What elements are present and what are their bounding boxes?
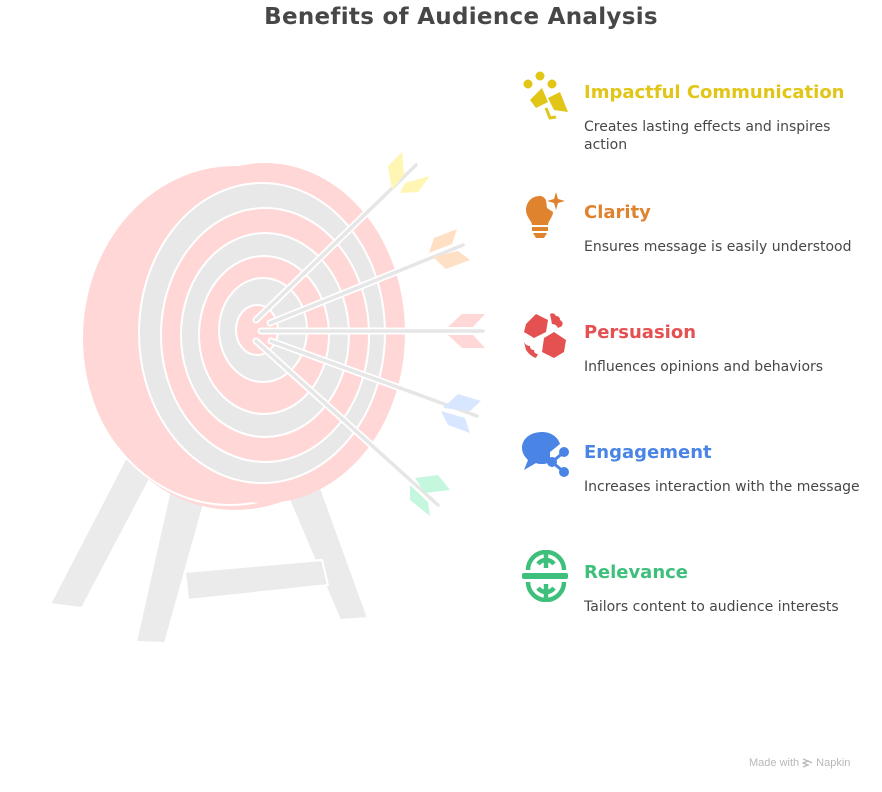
crosshair-target-icon — [522, 550, 568, 602]
benefit-label: Clarity — [584, 202, 651, 223]
handshake-icon — [524, 313, 566, 358]
benefit-label: Engagement — [584, 442, 712, 463]
arrow-red — [257, 314, 487, 348]
page-title: Benefits of Audience Analysis — [264, 4, 658, 30]
benefit-relevance: Relevance Tailors content to audience in… — [520, 550, 880, 650]
arrow-yellow — [252, 152, 430, 324]
chat-share-icon — [522, 432, 569, 477]
made-with-napkin[interactable]: Made with Napkin — [749, 757, 850, 769]
benefit-label: Persuasion — [584, 322, 697, 343]
target-stand — [48, 448, 370, 645]
arrow-orange — [266, 229, 470, 327]
lightbulb-sparkle-icon — [526, 192, 565, 238]
napkin-logo-icon — [802, 757, 813, 768]
benefit-clarity: Clarity Ensures message is easily unders… — [520, 190, 880, 290]
arrow-green — [252, 337, 450, 516]
benefit-label: Relevance — [584, 562, 689, 583]
benefit-description: Increases interaction with the message — [584, 479, 860, 495]
benefit-description: Tailors content to audience interests — [584, 599, 839, 615]
made-with-text: Made with — [749, 757, 800, 769]
megaphone-people-icon — [523, 71, 568, 120]
benefit-engagement: Engagement Increases interaction with th… — [520, 430, 880, 530]
benefit-description: Ensures message is easily understood — [584, 239, 852, 255]
arrow-blue — [267, 337, 481, 433]
napkin-brand-text: Napkin — [816, 757, 851, 769]
benefit-impactful-communication: Impactful Communication Creates lasting … — [520, 70, 880, 170]
target-illustration — [48, 152, 487, 645]
benefit-description: Influences opinions and behaviors — [584, 359, 824, 375]
benefit-description: Creates lasting effects and inspires act… — [584, 119, 831, 153]
benefit-persuasion: Persuasion Influences opinions and behav… — [520, 310, 880, 410]
benefit-label: Impactful Communication — [584, 82, 845, 103]
